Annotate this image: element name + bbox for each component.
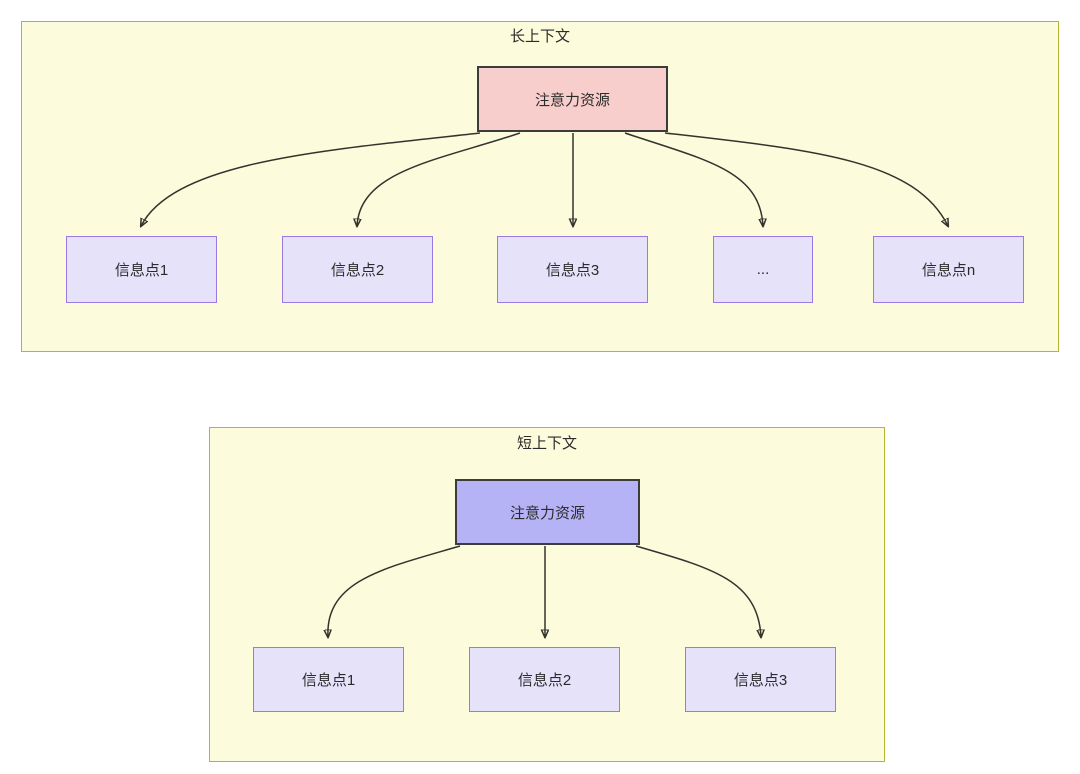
node-info-point-short-3[interactable]: 信息点3 bbox=[685, 647, 836, 712]
node-attention-resource-long[interactable]: 注意力资源 bbox=[477, 66, 668, 132]
node-label: ... bbox=[756, 261, 770, 278]
node-label: 信息点2 bbox=[517, 672, 572, 689]
node-info-point-long-2[interactable]: 信息点2 bbox=[282, 236, 433, 303]
node-label: 信息点3 bbox=[545, 262, 600, 279]
panel-long-context-title: 长上下文 bbox=[509, 28, 571, 45]
panel-short-context-title: 短上下文 bbox=[516, 435, 578, 452]
node-label: 信息点n bbox=[921, 262, 976, 279]
node-label: 信息点3 bbox=[733, 672, 788, 689]
node-info-point-long-3[interactable]: 信息点3 bbox=[497, 236, 648, 303]
node-label: 注意力资源 bbox=[534, 91, 610, 109]
node-info-point-long-ellipsis[interactable]: ... bbox=[713, 236, 813, 303]
node-info-point-long-n[interactable]: 信息点n bbox=[873, 236, 1024, 303]
node-info-point-long-1[interactable]: 信息点1 bbox=[66, 236, 217, 303]
node-label: 信息点1 bbox=[301, 672, 356, 689]
node-attention-resource-short[interactable]: 注意力资源 bbox=[455, 479, 640, 545]
node-label: 注意力资源 bbox=[509, 504, 585, 522]
node-label: 信息点2 bbox=[330, 262, 385, 279]
node-info-point-short-2[interactable]: 信息点2 bbox=[469, 647, 620, 712]
node-info-point-short-1[interactable]: 信息点1 bbox=[253, 647, 404, 712]
node-label: 信息点1 bbox=[114, 262, 169, 279]
